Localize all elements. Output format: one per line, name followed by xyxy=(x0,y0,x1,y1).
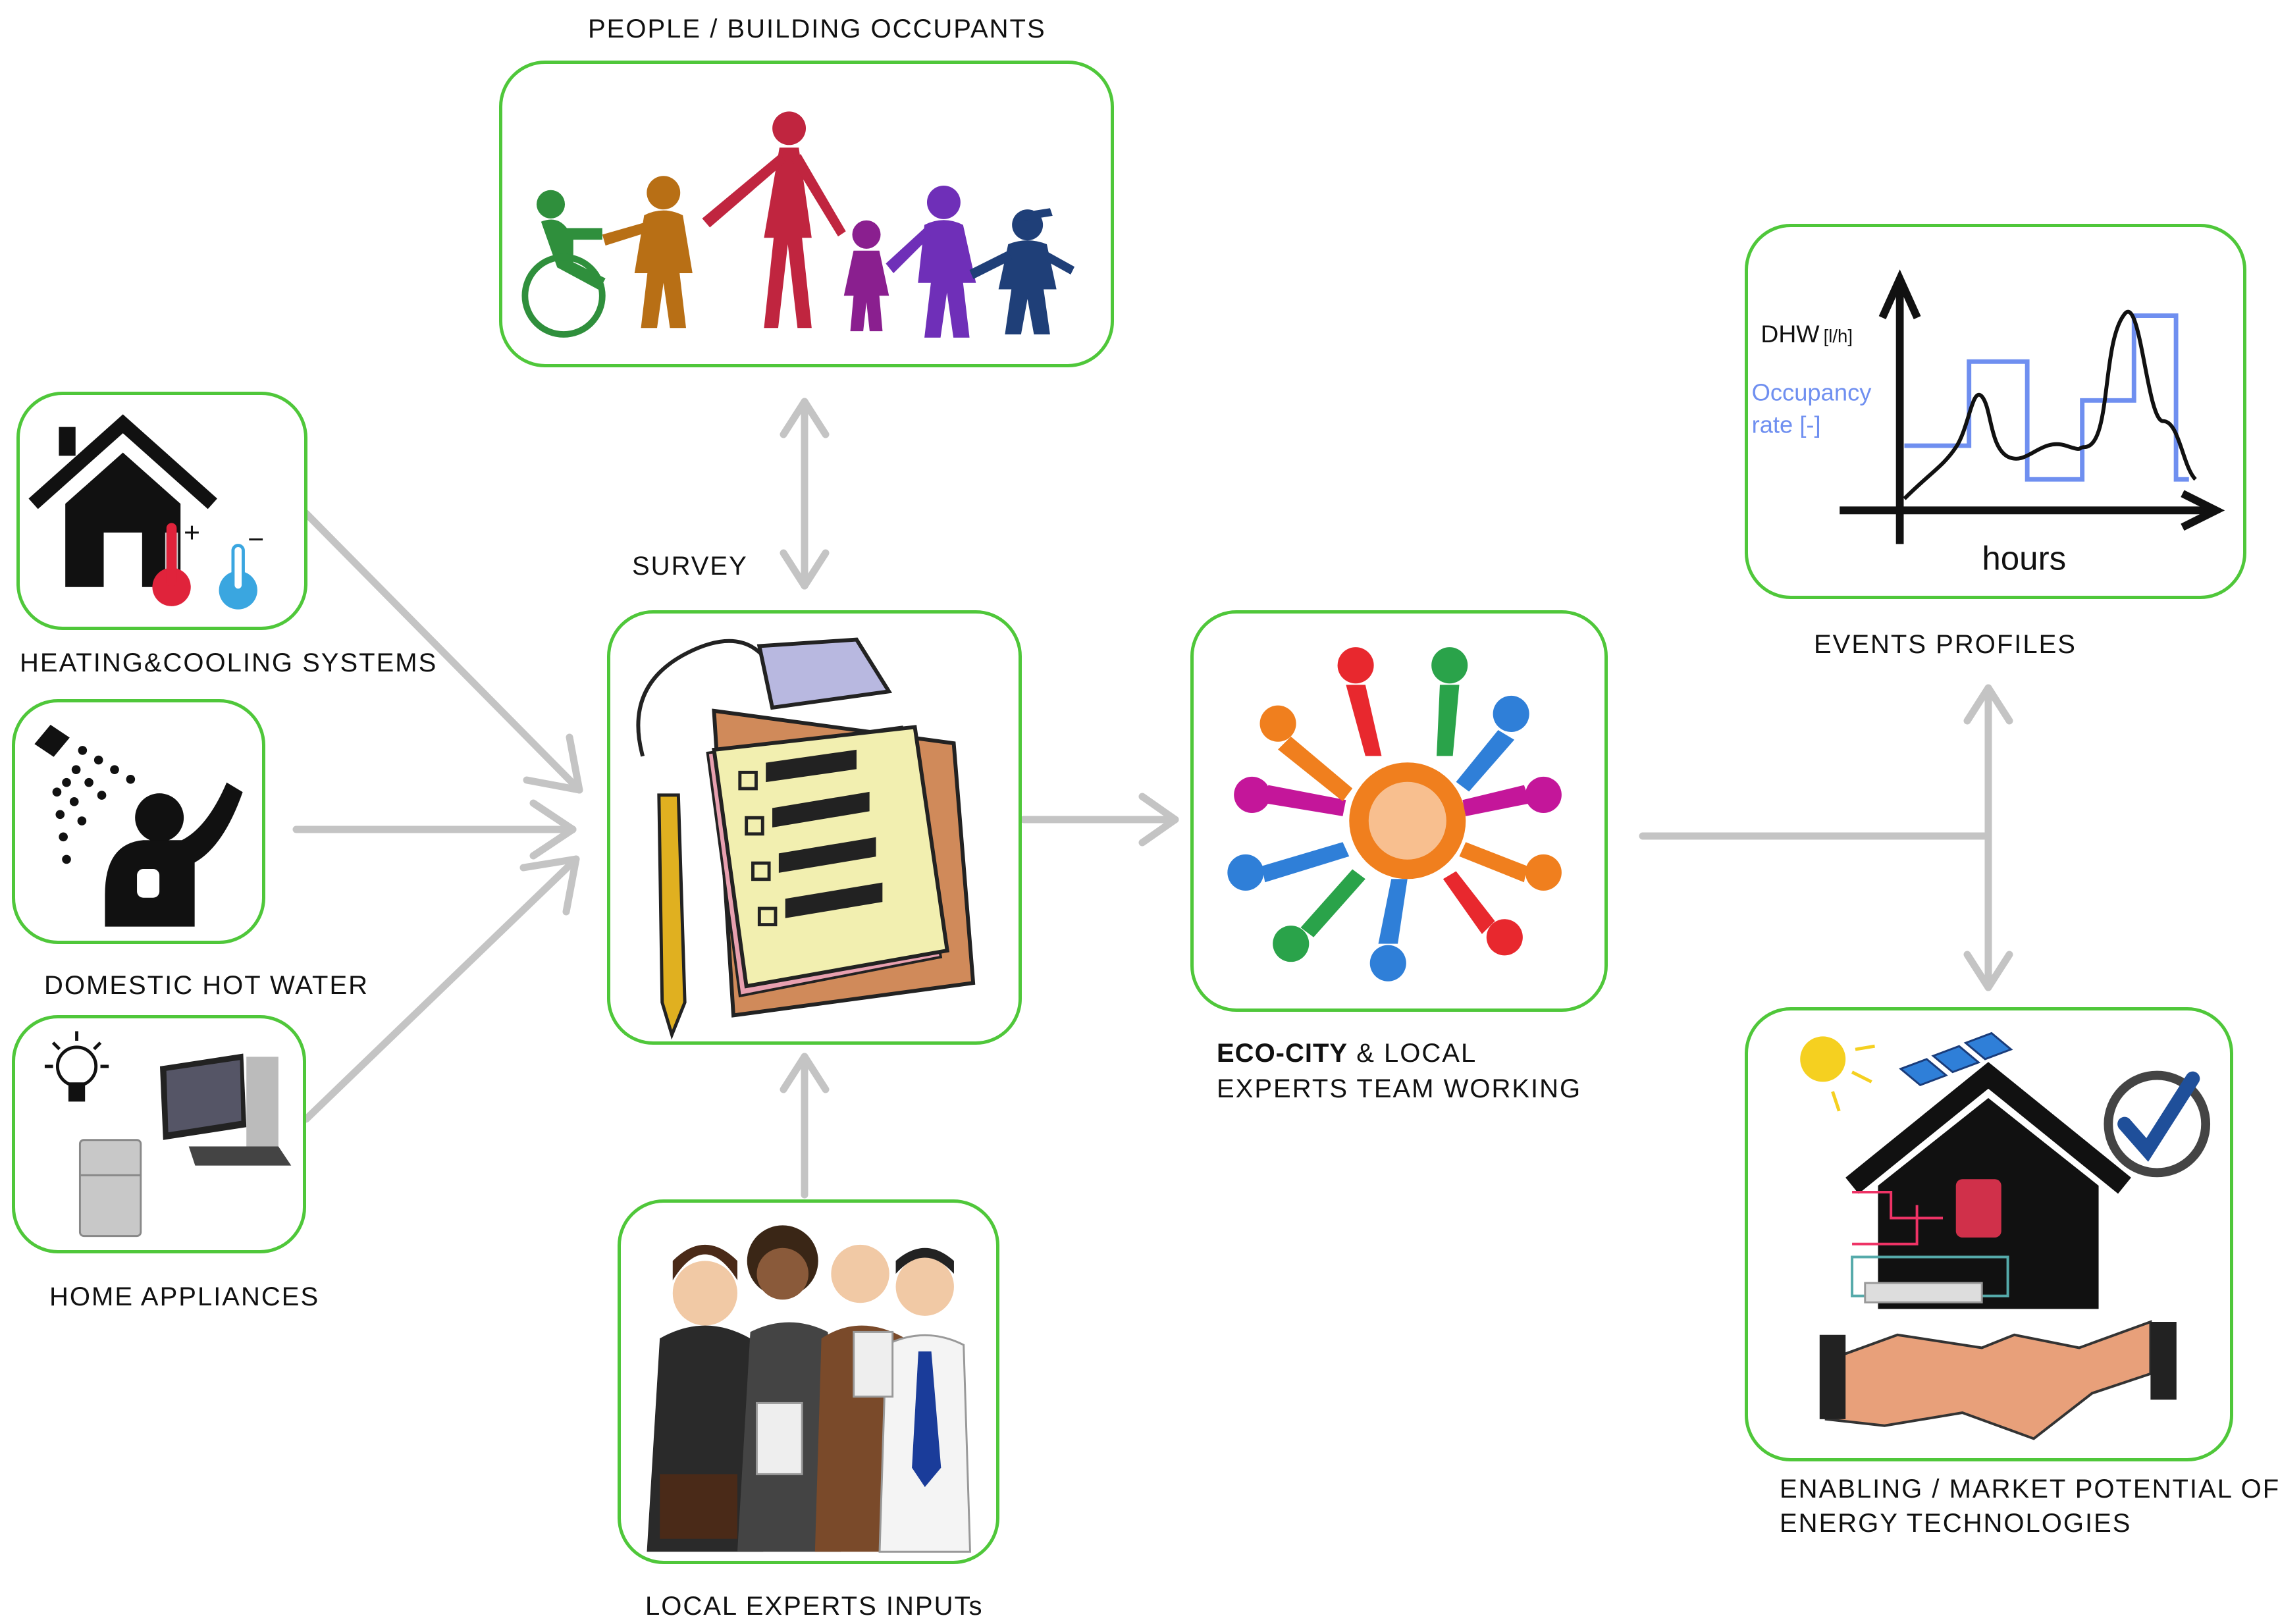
experts-label: LOCAL EXPERTS INPUTs xyxy=(645,1592,984,1621)
dhw-series xyxy=(1903,309,2197,500)
experts-illustration xyxy=(647,1225,972,1553)
house-handshake-illustration xyxy=(1800,1032,2211,1440)
arrow-heating-to-survey xyxy=(302,510,583,794)
clipboard-icon xyxy=(636,637,976,1040)
people-illustration xyxy=(521,111,1075,338)
handshake-icon xyxy=(1824,1320,2152,1440)
occupancy-series xyxy=(1904,313,2189,482)
enabling-box xyxy=(1745,1007,2233,1461)
profile-chart: DHW [l/h] Occupancy rate [-] hours xyxy=(1752,269,2225,577)
heating-cooling-box: + − xyxy=(16,392,307,630)
x-axis-label: hours xyxy=(1982,540,2066,577)
occupancy-unit: rate [-] xyxy=(1752,411,1821,438)
enabling-label-line1: ENABLING / MARKET POTENTIAL OF xyxy=(1780,1475,2278,1504)
dhw-unit: [l/h] xyxy=(1824,326,1853,346)
events-profiles-box: DHW [l/h] Occupancy rate [-] hours xyxy=(1745,224,2246,599)
house-thermometer-icon: + − xyxy=(28,414,264,610)
team-circle-illustration xyxy=(1227,647,1562,982)
plus-sign: + xyxy=(184,517,200,549)
people-box xyxy=(499,61,1114,367)
ecocity-box xyxy=(1190,610,1608,1012)
minus-sign: − xyxy=(248,523,264,555)
heating-label: HEATING&COOLING SYSTEMS xyxy=(20,648,438,677)
sun-icon xyxy=(1800,1036,1846,1082)
events-profiles-label: EVENTS PROFILES xyxy=(1814,630,2077,659)
people-label: PEOPLE / BUILDING OCCUPANTS xyxy=(588,14,1046,43)
ecocity-label-rest: & LOCAL xyxy=(1348,1039,1477,1068)
appliances-box xyxy=(12,1015,306,1253)
appliances-label: HOME APPLIANCES xyxy=(49,1282,320,1311)
enabling-label-line2: ENERGY TECHNOLOGIES xyxy=(1780,1509,2132,1538)
occupancy-axis-label: Occupancy xyxy=(1752,379,1872,406)
appliances-icon xyxy=(44,1031,292,1238)
dhw-label: DOMESTIC HOT WATER xyxy=(44,971,369,1000)
shower-icon xyxy=(34,725,243,927)
experts-box xyxy=(618,1199,999,1564)
y-axis-arrow xyxy=(1878,269,1921,319)
ecocity-label-line2: EXPERTS TEAM WORKING xyxy=(1217,1074,1582,1103)
ecocity-name: ECO-CITY xyxy=(1217,1039,1348,1068)
dhw-box xyxy=(12,699,265,944)
arrow-appliances-to-survey xyxy=(302,855,580,1123)
survey-label: SURVEY xyxy=(632,552,748,581)
survey-box xyxy=(607,610,1022,1045)
x-axis-arrow xyxy=(2181,490,2225,531)
ecocity-label: ECO-CITY & LOCAL xyxy=(1217,1039,1477,1068)
dhw-axis-label: DHW xyxy=(1761,320,1820,348)
